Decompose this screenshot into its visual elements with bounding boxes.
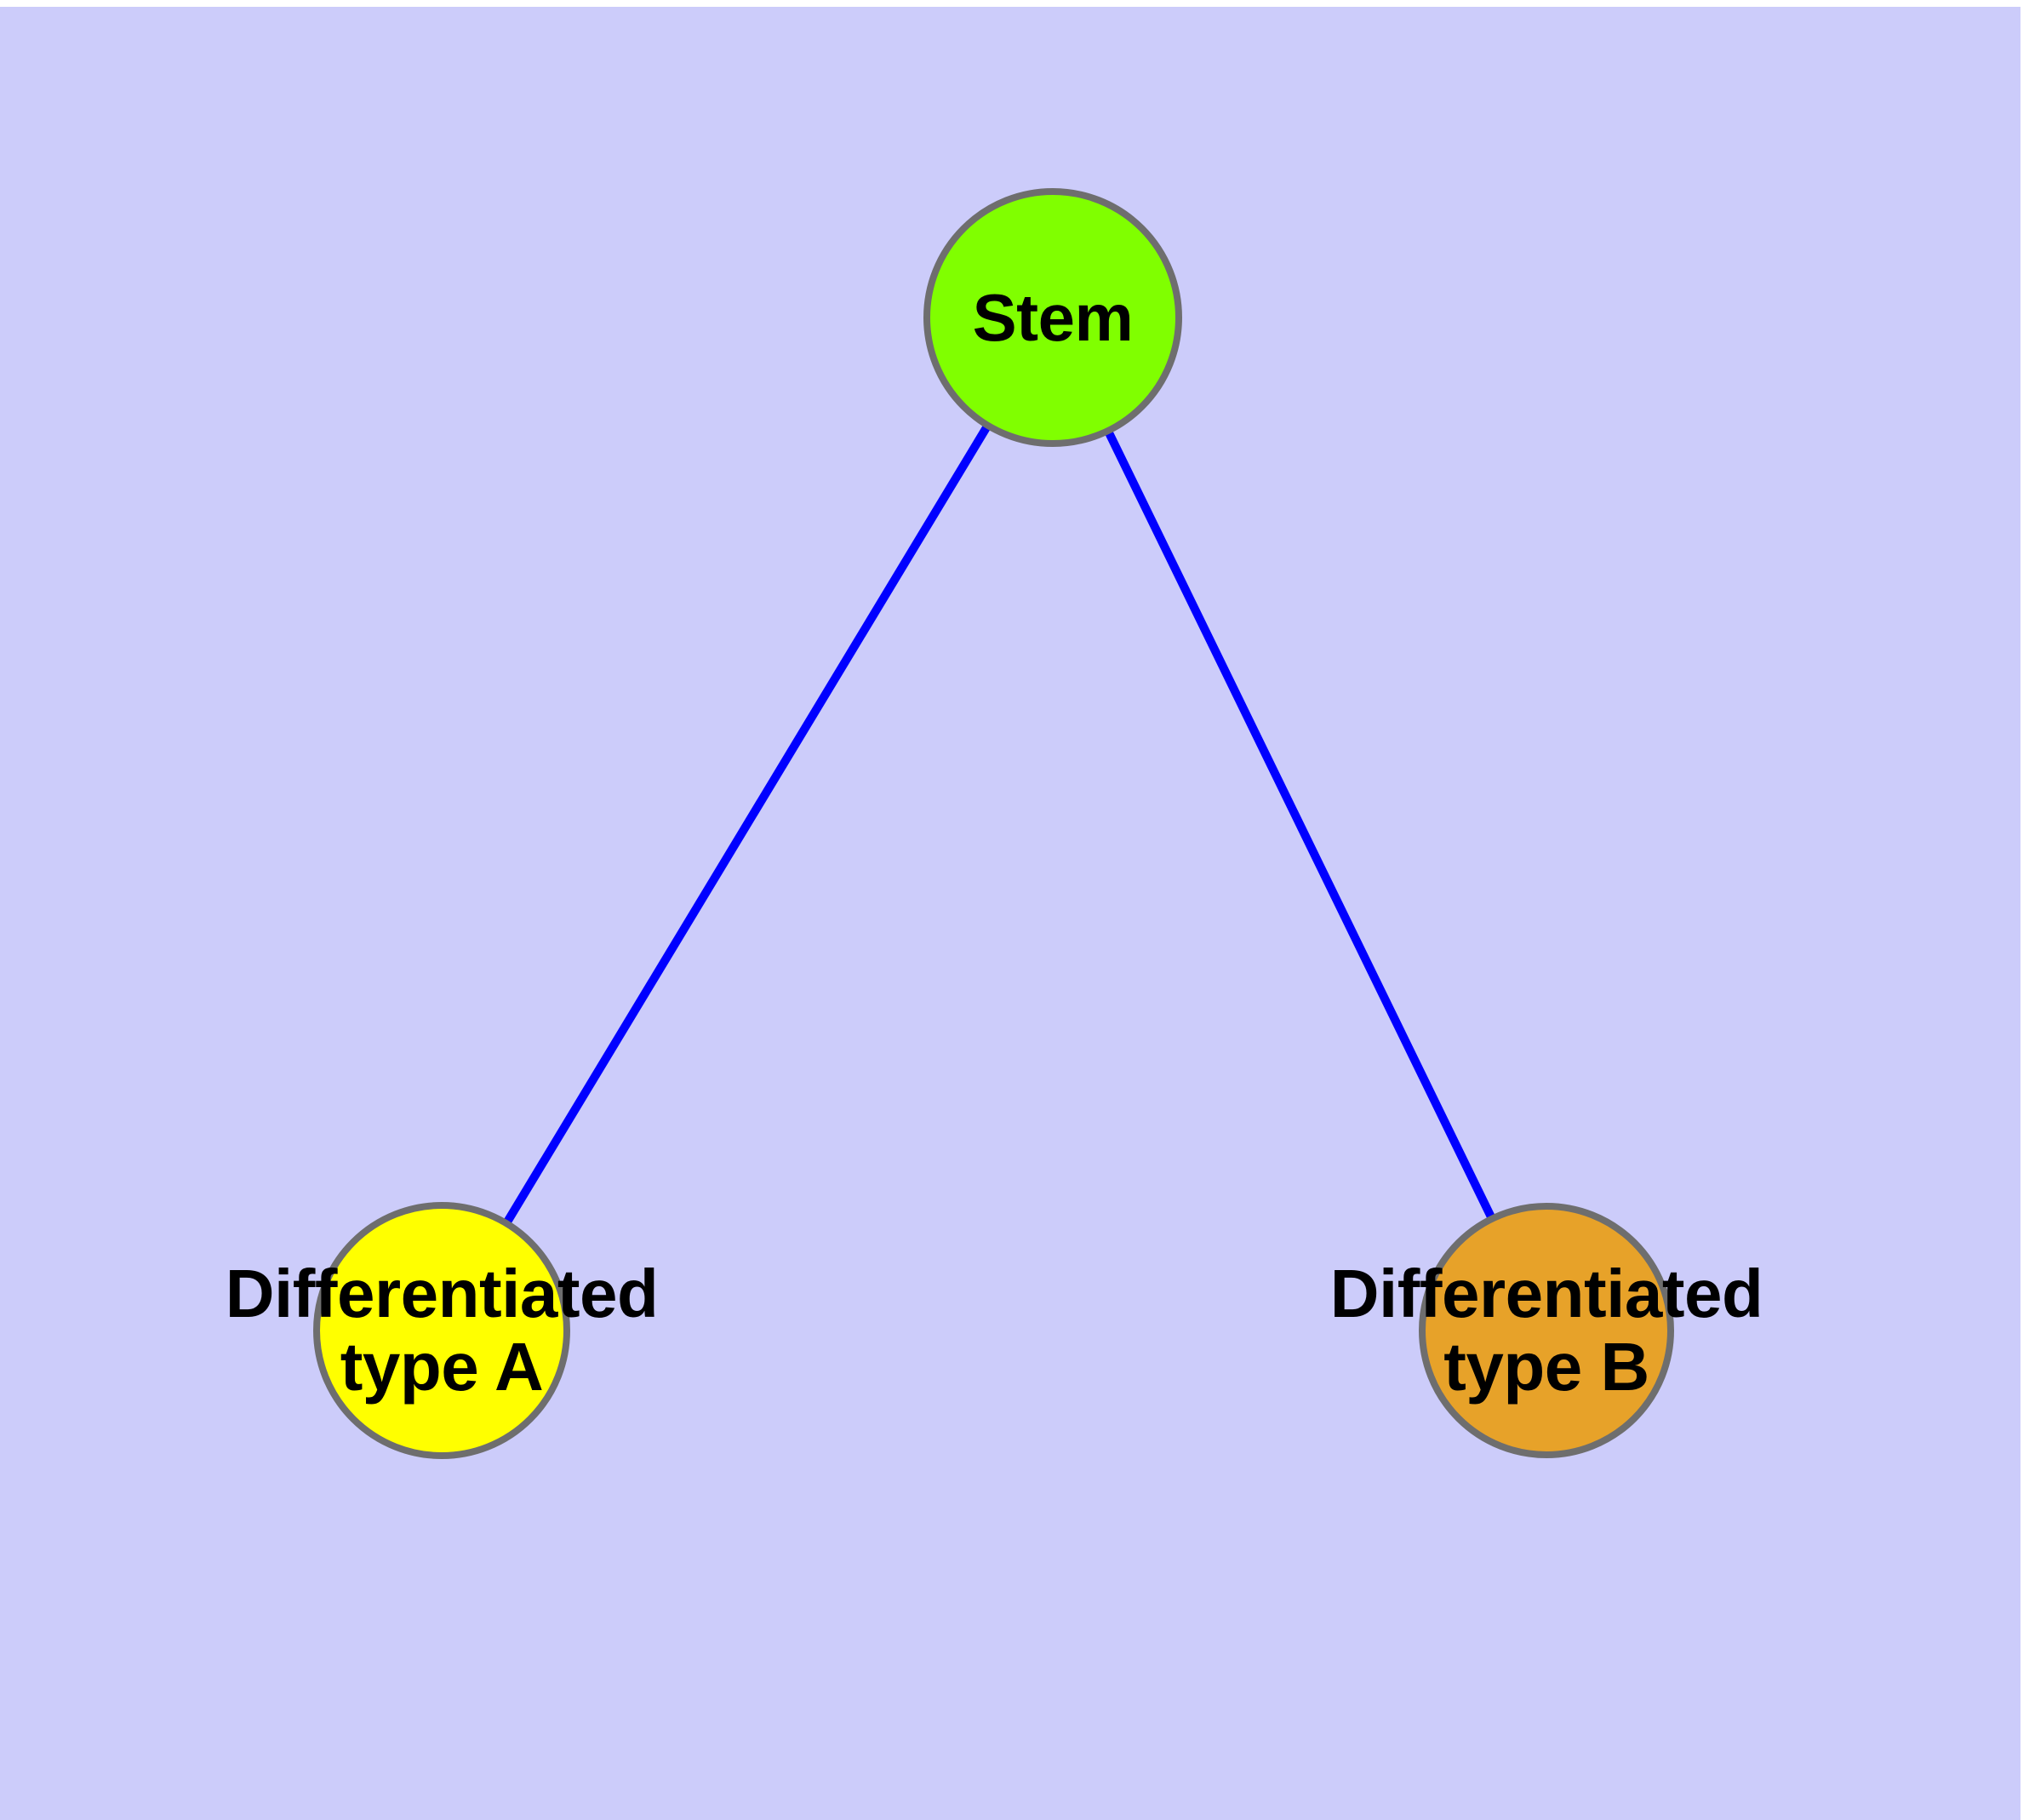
edges-group	[503, 424, 1495, 1225]
node-stem[interactable]	[923, 188, 1182, 447]
node-diff_b[interactable]	[1419, 1203, 1674, 1458]
node-diff_a[interactable]	[313, 1202, 570, 1459]
nodes-group	[313, 188, 1674, 1459]
edge-stem-diff-a[interactable]	[503, 424, 991, 1225]
edge-stem-diff-b[interactable]	[1105, 430, 1495, 1220]
